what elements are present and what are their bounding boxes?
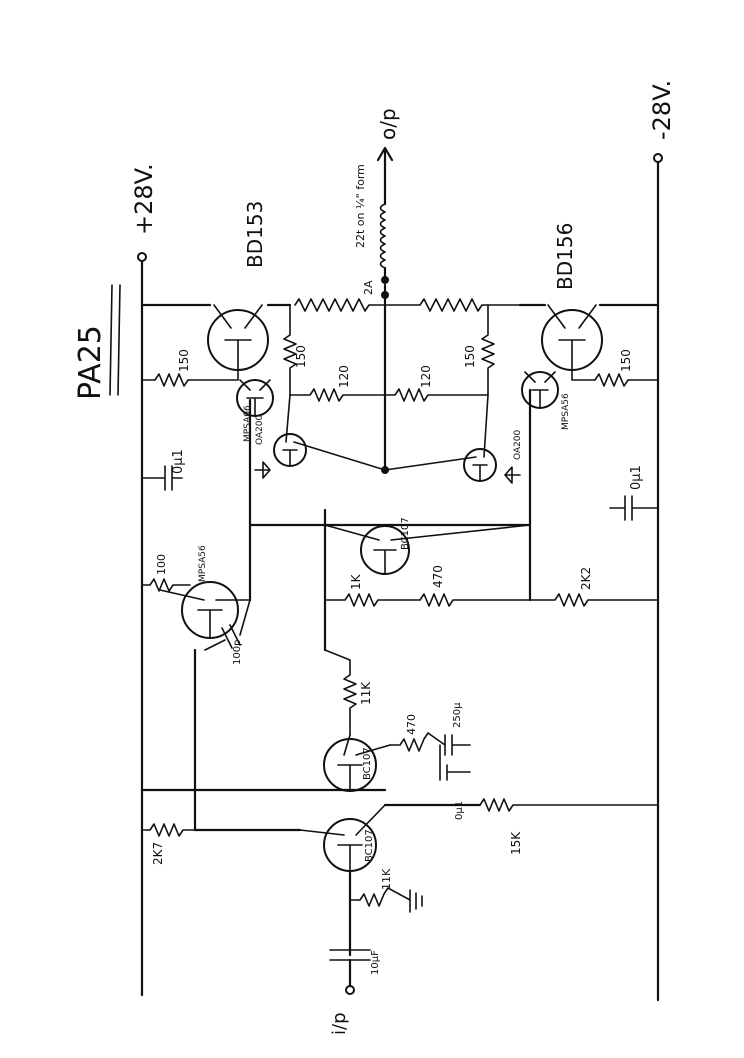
label-2k7: 2K7 — [151, 842, 165, 865]
resistor-or15-a — [294, 298, 386, 312]
label-10u: 10µF — [370, 950, 381, 975]
resistor-or15-b — [384, 298, 521, 312]
resistor-470-a — [419, 593, 531, 607]
label-150-d: 150 — [619, 349, 633, 372]
resistor-11k-b — [349, 870, 411, 907]
label-0u1-b: 0µ1 — [629, 465, 644, 490]
negative-terminal — [653, 153, 663, 163]
transistor-limiter-left — [273, 394, 386, 471]
capacitor-0u1-b — [609, 495, 659, 521]
label-bc107-b: BC107 — [364, 829, 375, 862]
label-150-c: 150 — [463, 345, 477, 368]
label-bc107-mid: BC107 — [400, 517, 411, 550]
label-bd156: BD156 — [553, 223, 577, 290]
transistor-bd153 — [207, 304, 269, 371]
label-100p: 100p — [232, 640, 243, 665]
resistor-2k7 — [141, 823, 196, 837]
resistor-150-d — [571, 369, 659, 387]
label-250u: 250µ — [452, 702, 463, 728]
label-150-a: 150 — [177, 349, 191, 372]
output-arrow — [376, 146, 394, 192]
resistor-120-a — [289, 388, 386, 402]
transistor-limiter-right — [384, 394, 497, 482]
label-100: 100 — [155, 554, 168, 575]
label-output: o/p — [376, 108, 400, 140]
label-470-b: 470 — [405, 714, 418, 735]
resistor-100 — [141, 578, 191, 592]
fuse-node — [381, 291, 389, 299]
label-1k: 1K — [349, 573, 363, 590]
label-inductor: 22t on ¼" form — [354, 164, 367, 248]
resistor-120-b — [384, 388, 489, 402]
transistor-mpsa06 — [236, 379, 274, 417]
diode-oa200-right — [504, 466, 521, 484]
transistor-mpsa56-low — [521, 371, 559, 409]
resistor-150-c — [481, 304, 495, 396]
resistor-15k — [479, 798, 659, 812]
transistor-bc107-a — [323, 734, 391, 792]
label-fuse: 2A — [362, 280, 375, 295]
transistor-bd156 — [541, 304, 603, 371]
label-oa200-left: OA200 — [255, 414, 265, 445]
diode-oa200-left — [254, 461, 271, 479]
label-bd153: BD153 — [243, 201, 267, 268]
resistor-470-b — [389, 732, 446, 752]
capacitor-250u — [444, 734, 471, 756]
ground-symbol — [409, 889, 423, 913]
label-positive-rail: +28V. — [130, 163, 158, 235]
label-150-b: 150 — [294, 345, 308, 368]
label-11k-b: 11K — [380, 868, 393, 890]
output-inductor — [379, 188, 387, 282]
capacitor-0u1-c — [439, 744, 471, 781]
transistor-mpsa56-vas — [159, 581, 251, 639]
title: PA25 — [73, 325, 108, 400]
capacitor-0u1-a — [141, 465, 183, 491]
label-0u1-a: 0µ1 — [171, 449, 186, 474]
resistor-150-a — [141, 369, 239, 387]
label-negative-rail: -28V. — [648, 80, 676, 140]
label-15k: 15K — [509, 831, 523, 855]
label-470-a: 470 — [431, 565, 445, 588]
title-underline — [109, 284, 121, 396]
label-mpsa56-vas: MPSA56 — [198, 545, 208, 582]
label-input: i/p — [329, 1013, 350, 1036]
resistor-2k2 — [529, 593, 659, 607]
label-oa200-right: OA200 — [513, 429, 523, 460]
label-bc107-a: BC107 — [362, 747, 373, 780]
positive-terminal — [137, 252, 147, 262]
label-mpsa56-low: MPSA56 — [561, 393, 571, 430]
label-120-b: 120 — [419, 365, 433, 388]
resistor-1k — [324, 593, 421, 607]
label-mpsa06: MPSA06 — [243, 405, 253, 442]
transistor-bc107-mid — [324, 524, 531, 575]
label-0u1-c: 0µ1 — [454, 801, 465, 820]
label-2k2: 2K2 — [579, 567, 593, 590]
label-120-a: 120 — [337, 365, 351, 388]
resistor-150-b — [283, 304, 297, 396]
input-terminal — [345, 985, 355, 995]
resistor-11k-a — [324, 649, 357, 736]
label-11k-a: 11K — [359, 681, 373, 705]
capacitor-100p — [204, 599, 251, 651]
